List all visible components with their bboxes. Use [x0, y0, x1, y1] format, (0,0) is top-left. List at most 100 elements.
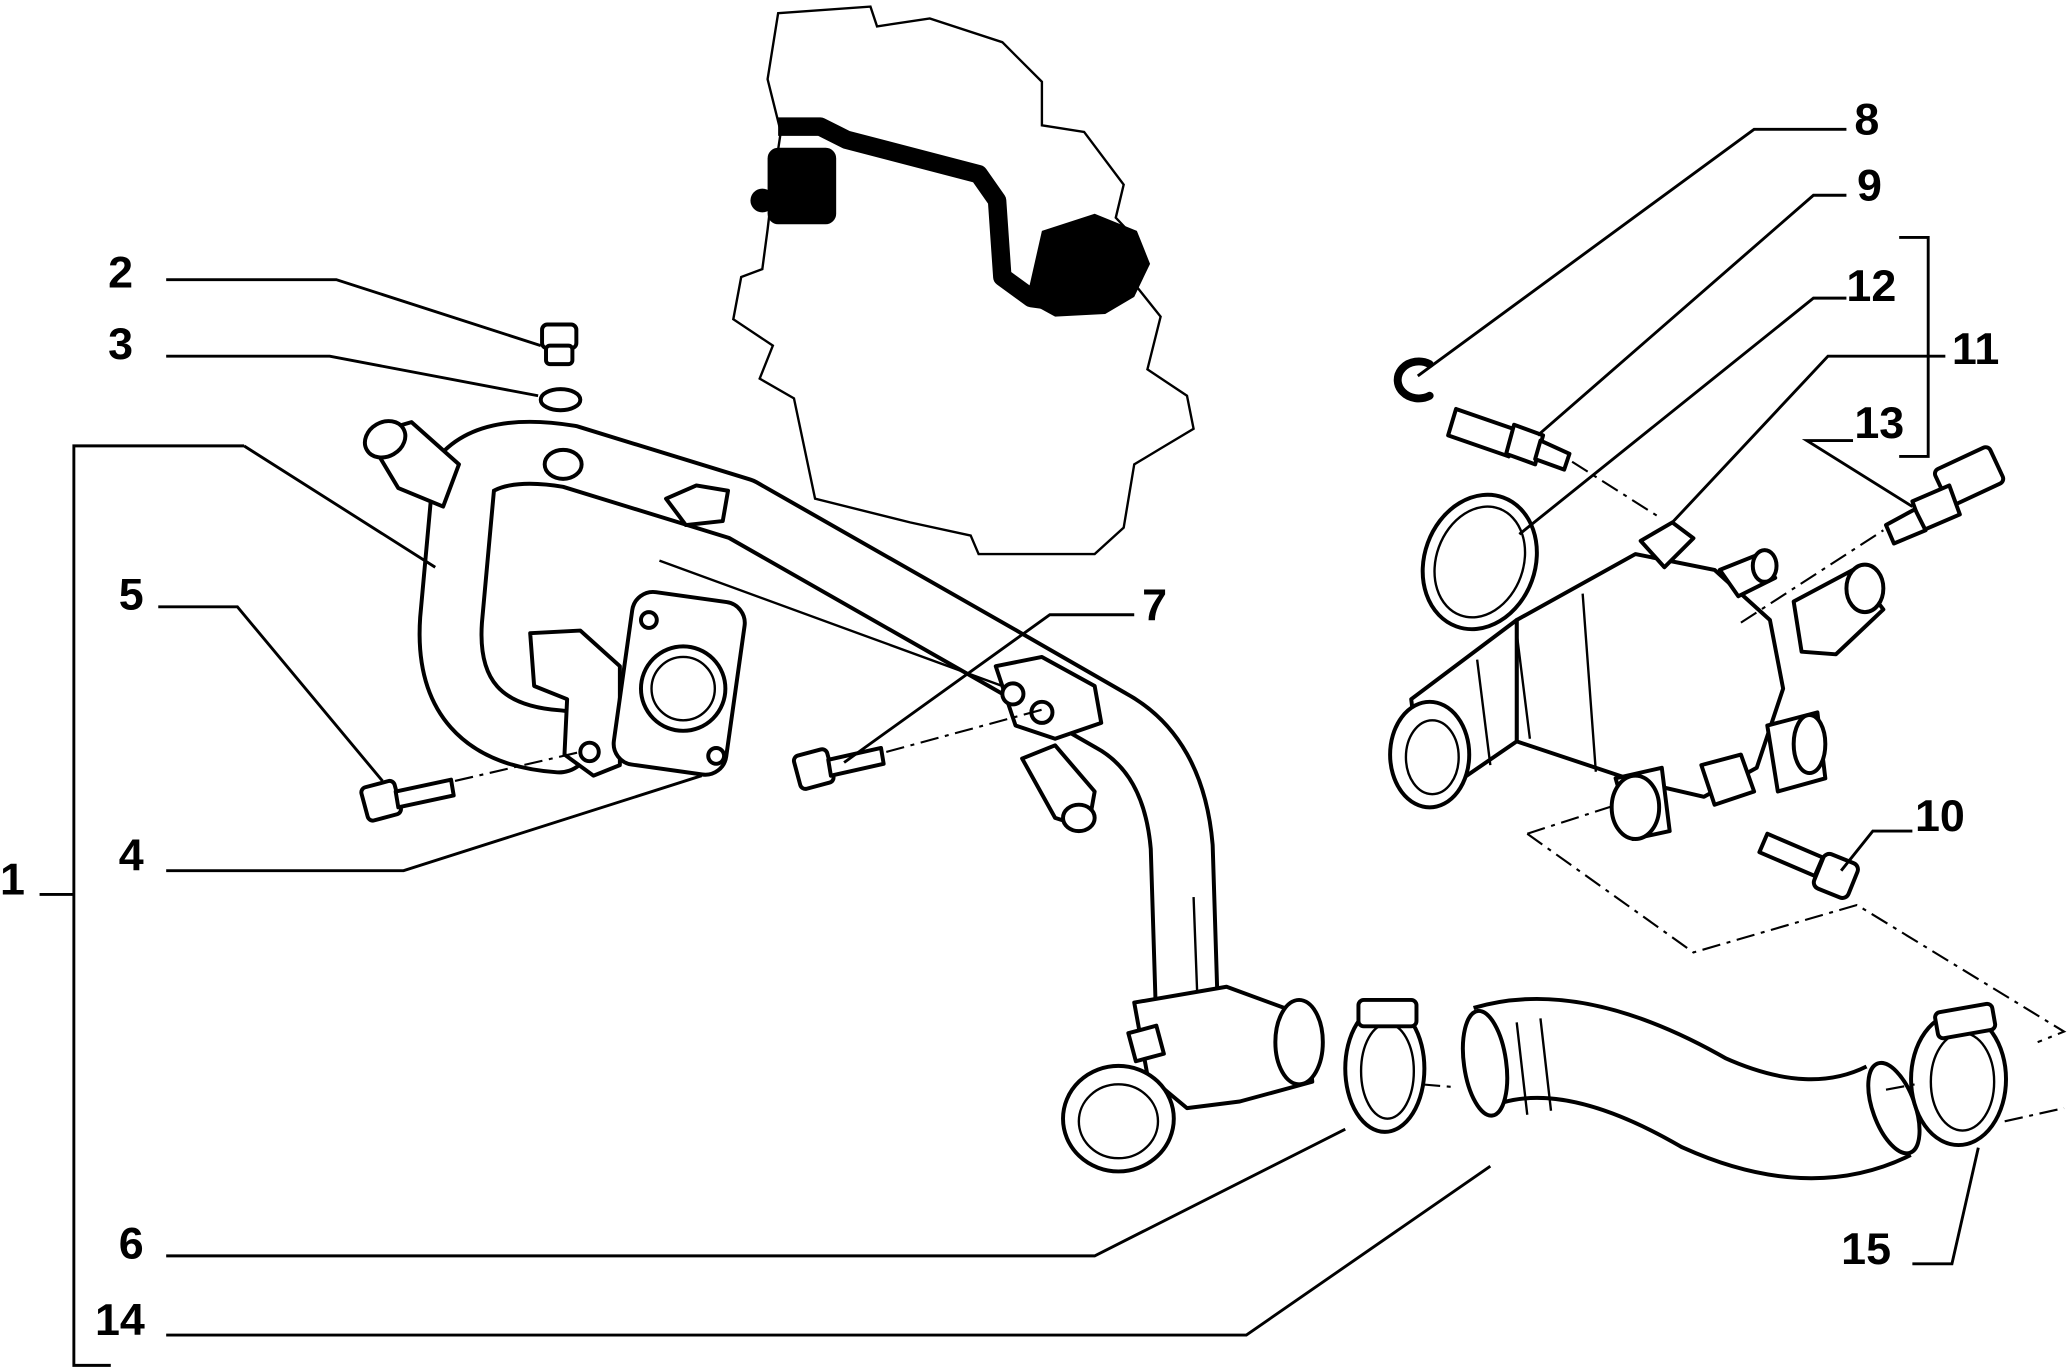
callout-1: 1 [0, 853, 25, 904]
hose-clamp-6 [1343, 997, 1427, 1134]
callout-2: 2 [108, 247, 133, 298]
o-ring [1420, 492, 1539, 632]
gasket-hole-top [638, 610, 659, 630]
temperature-sensor-13 [1884, 445, 2006, 546]
o-ring-inner [1433, 505, 1527, 619]
callout-14: 14 [95, 1294, 145, 1345]
bolt-5 [359, 777, 456, 823]
gasket [611, 589, 747, 777]
gasket-bore-outer [638, 644, 728, 733]
callout-9: 9 [1857, 160, 1882, 211]
leader-line-15 [1912, 1147, 1980, 1266]
callout-13: 13 [1854, 397, 1904, 448]
leader-line-10 [1840, 829, 1913, 872]
pipe-plug-boss [542, 447, 584, 481]
leader-line-1 [39, 444, 437, 1367]
hose-clamp-6-tab [1356, 997, 1419, 1029]
gasket-bore-inner [650, 655, 717, 722]
leader-line-11 [1671, 354, 1946, 524]
sensor-9-tip [1533, 438, 1572, 472]
callout-6: 6 [119, 1218, 144, 1269]
axis-sensor-9 [1571, 460, 1660, 519]
pipe-flange [528, 628, 622, 778]
temperature-sensor-9 [1446, 406, 1572, 472]
sensor-9-hex [1504, 422, 1546, 467]
engine-locator-view [731, 5, 1195, 556]
thermostat-cone-ribs [1475, 593, 1598, 772]
callout-11: 11 [1952, 323, 1999, 374]
hose-clamp-15 [1909, 1001, 2008, 1148]
leader-line-13 [1801, 439, 1914, 508]
water-pipe-inner [439, 423, 1216, 1017]
alignment-lines [454, 460, 2067, 1123]
axis-bolt-7 [886, 708, 1043, 753]
retaining-clip [1393, 357, 1434, 403]
leader-line-5 [158, 605, 384, 782]
bracket-9-13 [1899, 236, 1930, 458]
pipe-elbow-tab [1126, 1023, 1166, 1064]
thermostat-housing [1388, 520, 1886, 841]
drain-plug [540, 322, 579, 367]
callout-7: 7 [1142, 579, 1167, 630]
pipe-mid-fitting-hole-a [1000, 681, 1026, 707]
leader-line-12 [1518, 296, 1847, 536]
pipe-mounting-bracket [664, 483, 730, 528]
o-ring-outer [1420, 492, 1539, 632]
leader-line-4 [166, 774, 703, 873]
coolant-hose [1460, 996, 1922, 1181]
leader-line-8 [1416, 127, 1847, 378]
thermostat-lower-pipe-c [1699, 752, 1757, 807]
callout-5: 5 [119, 568, 144, 619]
callout-4: 4 [119, 830, 144, 881]
thermostat-lower-pipe-a-end [1609, 773, 1662, 841]
water-pipe-loop-inner [421, 445, 589, 771]
pipe-flange-hole [578, 740, 601, 764]
axis-bolt-5 [454, 750, 581, 782]
callout-3: 3 [108, 318, 133, 369]
callout-labels: 1 2 3 4 5 6 7 8 9 10 11 12 13 14 15 [0, 94, 1999, 1345]
pipe-inlet-opening [362, 419, 408, 460]
leader-line-9 [1536, 193, 1847, 437]
bolt-7-thread [826, 746, 886, 778]
engine-coolant-pipe [778, 117, 1073, 313]
leader-line-3 [166, 354, 539, 398]
bolt-7 [791, 746, 886, 791]
callout-12: 12 [1846, 260, 1896, 311]
axis-clamp-15 [1885, 1083, 2065, 1123]
bolt-10 [1757, 831, 1860, 900]
coolant-hose-end-left [1460, 1008, 1510, 1118]
engine-thermostat-silhouette [1026, 213, 1151, 317]
drain-plug-shank [544, 343, 575, 367]
pipe-side-branch-opening [1061, 802, 1097, 834]
leader-line-14 [166, 1164, 1492, 1337]
leader-line-6 [166, 1127, 1346, 1258]
thermostat-outlet-bore [1404, 719, 1460, 796]
leader-line-7 [843, 613, 1135, 764]
axis-clamp-6 [1421, 1083, 1454, 1089]
thermostat-lower-pipe-b-end [1791, 713, 1828, 776]
engine-pipe-fitting-left [767, 147, 837, 225]
bolt-10-thread [1757, 831, 1825, 878]
thermostat-top-fitting [1638, 520, 1696, 570]
thermostat-side-outlet-end [1844, 562, 1886, 615]
axis-housing-lower [1526, 803, 2067, 1044]
callout-8: 8 [1854, 94, 1879, 145]
pipe-main-outlet [1061, 1063, 1176, 1174]
pipe-mid-fitting [993, 654, 1104, 741]
gasket-hole-bottom [706, 746, 727, 766]
sealing-washer [538, 387, 583, 413]
axis-sensor-13 [1740, 529, 1884, 624]
sensor-13-tip [1884, 507, 1928, 546]
bolt-5-thread [393, 777, 456, 810]
callout-10: 10 [1915, 790, 1965, 841]
engine-pipe-stub [750, 188, 775, 213]
thermostat-outlet-opening [1388, 699, 1472, 810]
coolant-hose-ribs [1515, 1018, 1553, 1115]
hose-clamp-15-tab [1933, 1001, 1998, 1041]
callout-15: 15 [1841, 1223, 1891, 1274]
water-pipe [362, 419, 1325, 1174]
thermostat-small-pipe-end [1750, 548, 1779, 584]
pipe-side-outlet [1273, 997, 1325, 1087]
water-pipe-seam [659, 559, 1199, 1003]
